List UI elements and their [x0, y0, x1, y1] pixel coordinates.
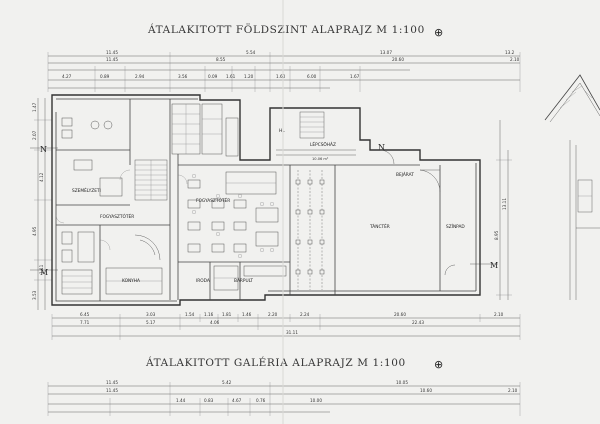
room-kitchen-label: KONYHA — [122, 278, 140, 284]
room-stair-label: LÉPCSŐHÁZ — [310, 140, 336, 148]
dim-right-2: 8.95 — [494, 230, 499, 240]
dim-left-5: 1.11 — [39, 264, 44, 274]
dim-top-3i: 6.00 — [307, 74, 317, 79]
dim-right-1: 13.11 — [502, 198, 507, 210]
room-bar-label: BÁRPULT — [234, 277, 253, 284]
dim-bottom-1b: 3.03 — [146, 312, 156, 317]
dim-top-1a: 11.45 — [106, 50, 118, 55]
dim-top-3h: 1.60 — [276, 74, 286, 79]
gallery-dimension-lines — [47, 382, 521, 416]
dim-gallery-2f: 10.00 — [310, 398, 322, 403]
dim-bottom-1d: 1.16 — [204, 312, 214, 317]
stair-hall — [276, 111, 356, 156]
dim-top-1d: 13.2 — [505, 50, 515, 55]
dim-gallery-2c: 0.83 — [204, 398, 214, 403]
dim-gallery-1b: 5.42 — [222, 380, 232, 385]
dim-bottom-2b: 5.17 — [146, 320, 156, 325]
dim-gallery-2a: 11.45 — [106, 388, 118, 393]
dim-bottom-1h: 2.24 — [300, 312, 310, 317]
room-dining-mid-label: FOGYASZTÓTÉR — [196, 196, 230, 204]
elevator-mark: HL — [279, 128, 285, 134]
entrance-door — [379, 149, 456, 276]
room-dining-left-label: FOGYASZTÓTÉR — [100, 212, 134, 220]
section-mark-top-mid: N — [378, 143, 385, 152]
kitchen-equipment — [171, 103, 239, 157]
dim-top-3d: 3.56 — [178, 74, 188, 79]
section-mark-left-bottom: M — [40, 268, 48, 277]
room-entrance-label: BEJÁRAT — [396, 171, 414, 178]
outer-walls — [51, 94, 481, 306]
dim-left-1: 1.47 — [32, 102, 37, 112]
dim-gallery-1c: 10.05 — [396, 380, 408, 385]
dim-gallery-2b: 1.44 — [176, 398, 186, 403]
bar-counter — [213, 265, 287, 291]
dim-bottom-2d: 22.43 — [412, 320, 424, 325]
gallery-title: ÁTALAKITOTT GALÉRIA ALAPRAJZ M 1:100 — [145, 355, 406, 369]
dim-left-2: 2.07 — [32, 130, 37, 140]
dim-top-2d: 2.10 — [510, 57, 520, 62]
dim-gallery-2d: 4.67 — [232, 398, 242, 403]
dim-bottom-1j: 2.10 — [494, 312, 504, 317]
dim-gallery-2h: 2.10 — [508, 388, 518, 393]
room-staff-label: SZEMÉLYZETI — [72, 186, 101, 194]
room-stage-label: SZÍNPAD — [446, 223, 465, 230]
dim-gallery-2e: 0.76 — [256, 398, 266, 403]
dim-bottom-1e: 1.81 — [222, 312, 232, 317]
dim-left-6: 3.53 — [32, 290, 37, 300]
north-arrow-gallery: ⊕ — [434, 358, 443, 371]
dim-top-3e: 0.09 — [208, 74, 218, 79]
dim-bottom-2c: 4.06 — [210, 320, 220, 325]
dim-top-1c: 13.07 — [380, 50, 392, 55]
stair-left — [134, 159, 168, 261]
dim-top-2c: 20.60 — [392, 57, 404, 62]
dim-bottom-1f: 1.46 — [242, 312, 252, 317]
left-dimension-lines — [34, 98, 52, 310]
section-mark-left-top: N — [40, 145, 47, 154]
column-rows — [295, 170, 325, 290]
dim-top-2a: 11.45 — [106, 57, 118, 62]
dim-top-3c: 2.94 — [135, 74, 145, 79]
dim-bottom-2a: 7.71 — [80, 320, 90, 325]
section-mark-right: M — [490, 261, 498, 270]
room-hall-label: TÁNCTÉR — [369, 222, 390, 230]
dim-bottom-1c: 1.54 — [185, 312, 195, 317]
door-swings — [55, 169, 188, 251]
dim-gallery-1a: 11.45 — [106, 380, 118, 385]
room-office-label: IRODA — [196, 278, 210, 284]
bottom-dimension-lines — [51, 314, 521, 340]
dim-bottom-1g: 2.20 — [268, 312, 278, 317]
dim-top-3b: 0.89 — [100, 74, 110, 79]
dim-bottom-3: 31.11 — [286, 330, 298, 335]
dim-left-4: 4.95 — [32, 226, 37, 236]
dim-top-1b: 5.54 — [246, 50, 256, 55]
dim-top-2b: 8.55 — [216, 57, 226, 62]
dim-top-3g: 1.20 — [244, 74, 254, 79]
dim-left-3: 4.12 — [39, 172, 44, 182]
dim-top-3f: 1.61 — [226, 74, 236, 79]
dining-tables — [187, 171, 279, 258]
right-dimension-lines — [496, 120, 512, 300]
north-arrow-top: ⊕ — [434, 26, 443, 39]
top-dimension-lines — [47, 52, 521, 92]
dim-top-3j: 1.67 — [350, 74, 360, 79]
dim-bottom-1a: 6.45 — [80, 312, 90, 317]
left-seating — [61, 231, 163, 295]
dim-bottom-1i: 20.60 — [394, 312, 406, 317]
dim-gallery-2g: 10.60 — [420, 388, 432, 393]
dim-top-3a: 4.27 — [62, 74, 72, 79]
section-roof-view — [544, 74, 600, 300]
restroom-fixtures — [61, 117, 123, 197]
room-stair-area: 10.06 m² — [312, 157, 329, 161]
ground-floor-title: ÁTALAKITOTT FÖLDSZINT ALAPRAJZ M 1:100 — [147, 22, 425, 36]
interior-walls — [56, 99, 441, 301]
